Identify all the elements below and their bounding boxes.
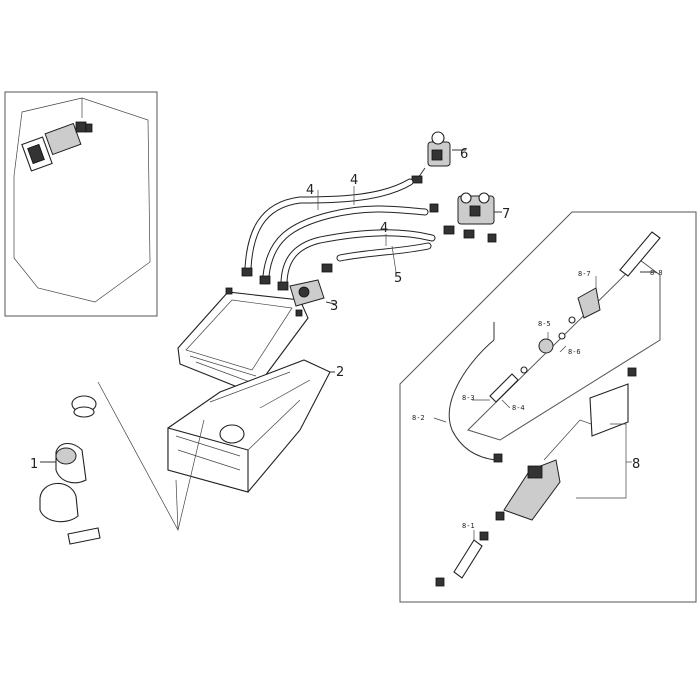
tube-8-8 bbox=[619, 231, 661, 277]
inset-frame bbox=[4, 91, 158, 317]
callout-4-middle: 4 bbox=[350, 173, 358, 188]
callout-8-8: 8-8 bbox=[650, 269, 663, 277]
tube-8-4 bbox=[489, 373, 519, 403]
leader-lines bbox=[317, 186, 597, 540]
dispenser-cover bbox=[177, 287, 309, 389]
water-valve-6 bbox=[411, 131, 466, 184]
callout-8-2: 8-2 bbox=[412, 414, 425, 422]
callout-4-left: 4 bbox=[306, 183, 314, 198]
callout-8-bracket bbox=[576, 423, 632, 499]
washer-outline bbox=[13, 97, 151, 303]
callout-8-1: 8-1 bbox=[462, 522, 475, 530]
pump-assembly bbox=[495, 367, 637, 521]
inset-dispenser-highlight bbox=[21, 121, 93, 172]
callout-2: 2 bbox=[336, 365, 344, 380]
callout-3: 3 bbox=[330, 299, 338, 314]
callout-1: 1 bbox=[30, 457, 38, 472]
callout-5: 5 bbox=[394, 271, 402, 286]
callout-8: 8 bbox=[632, 457, 640, 472]
sub-assembly-frame-8 bbox=[399, 211, 697, 603]
tube-8-1 bbox=[435, 531, 489, 587]
callout-8-4: 8-4 bbox=[512, 404, 525, 412]
callout-4-right: 4 bbox=[380, 221, 388, 236]
sub-parts-8-5-8-6-8-7 bbox=[520, 287, 601, 374]
water-valve-7 bbox=[429, 192, 502, 243]
leader-lines-bellows bbox=[97, 381, 205, 531]
dispenser-valve-3 bbox=[289, 279, 336, 307]
callout-8-5: 8-5 bbox=[538, 320, 551, 328]
callout-6: 6 bbox=[460, 147, 468, 162]
inlet-hoses bbox=[241, 178, 436, 291]
callout-7: 7 bbox=[502, 207, 510, 222]
location-inset bbox=[4, 91, 158, 317]
callout-8-6: 8-6 bbox=[568, 348, 581, 356]
callout-8-7: 8-7 bbox=[578, 270, 591, 278]
callout-labels: 1 2 3 4 4 4 5 6 7 8 8-1 8-2 8-3 8-4 8-5 … bbox=[30, 147, 663, 530]
bellows-part-1 bbox=[39, 395, 101, 545]
hose-8-2 bbox=[448, 322, 503, 463]
dispenser-drawer-2 bbox=[167, 359, 335, 493]
callout-8-3: 8-3 bbox=[462, 394, 475, 402]
